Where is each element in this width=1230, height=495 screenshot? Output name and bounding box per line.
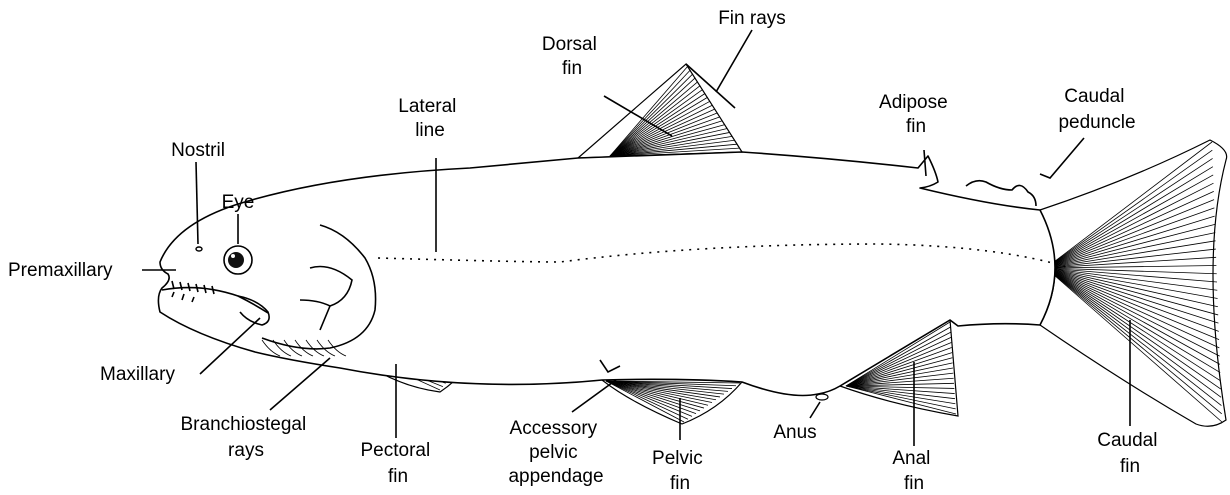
label-caudal-peduncle: Caudal peduncle <box>1058 86 1135 133</box>
label-eye: Eye <box>222 192 255 213</box>
anus-drawing <box>816 394 828 400</box>
label-lateral-line: Lateral line <box>398 96 461 141</box>
label-branchiostegal-rays: Branchiostegal rays <box>181 414 312 461</box>
label-maxillary: Maxillary <box>100 364 175 385</box>
label-nostril: Nostril <box>171 140 225 161</box>
label-fin-rays: Fin rays <box>718 8 786 29</box>
label-pelvic-fin: Pelvic fin <box>652 448 708 494</box>
label-pectoral-fin: Pectoral fin <box>361 440 436 487</box>
pelvic-fin <box>602 377 742 424</box>
label-caudal-fin: Caudal fin <box>1097 430 1163 477</box>
label-anus: Anus <box>773 422 816 443</box>
label-accessory-pelvic-appendage: Accessory pelvic appendage <box>508 418 603 487</box>
label-adipose-fin: Adipose fin <box>879 92 953 137</box>
label-anal-fin: Anal fin <box>892 448 935 494</box>
dorsal-fin <box>578 64 742 158</box>
eye-drawing <box>224 246 252 274</box>
label-premaxillary: Premaxillary <box>8 260 113 281</box>
label-dorsal-fin: Dorsal fin <box>542 34 602 79</box>
caudal-fin <box>1040 140 1227 426</box>
